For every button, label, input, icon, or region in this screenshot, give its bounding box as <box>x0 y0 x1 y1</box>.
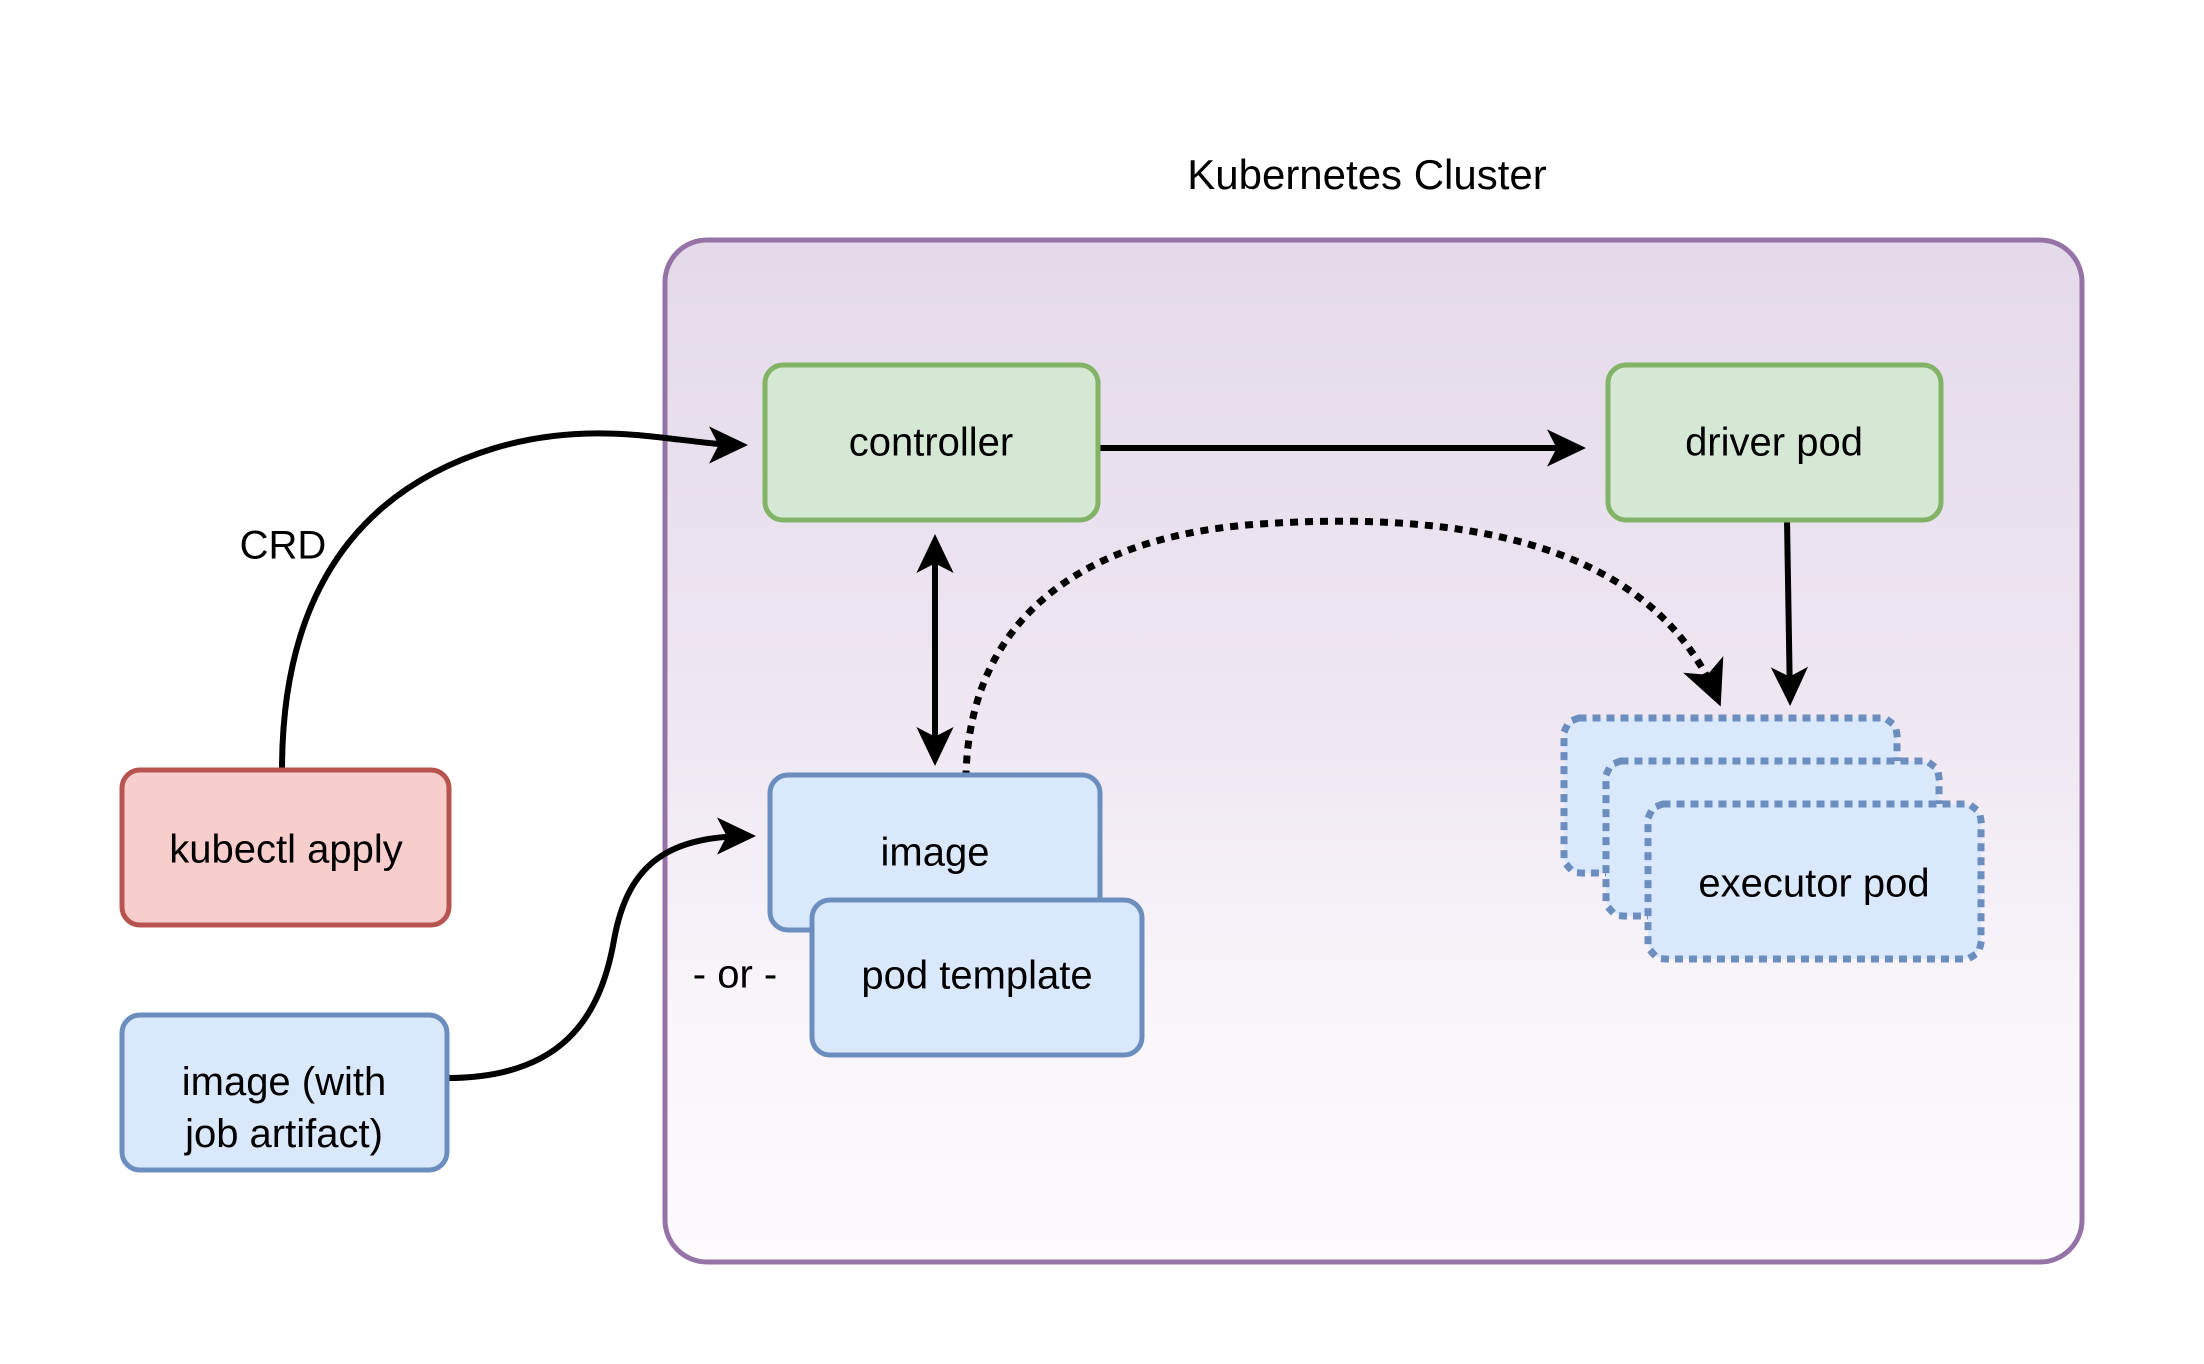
edge-label-crd: CRD <box>240 524 327 568</box>
controller-box[interactable] <box>762 362 1101 523</box>
node-image-in-cluster[interactable]: image <box>767 772 1103 933</box>
cluster-title: Kubernetes Cluster <box>1187 151 1547 198</box>
image-with-job-artifact-label-line2: job artifact) <box>184 1112 383 1156</box>
node-image-with-job-artifact[interactable]: image (with job artifact) <box>119 1012 450 1173</box>
node-executor-pod-front[interactable]: executor pod <box>1644 800 1985 963</box>
node-controller[interactable]: controller <box>762 362 1101 523</box>
node-kubectl-apply[interactable]: kubectl apply <box>119 767 452 928</box>
pod-template-box[interactable] <box>809 897 1145 1058</box>
driver-pod-box[interactable] <box>1605 362 1944 523</box>
pod-template-label: pod template <box>861 954 1092 998</box>
image-with-job-artifact-box[interactable] <box>119 1012 450 1173</box>
edge-crd-kubectl-to-controller <box>279 426 748 771</box>
edge-image-to-executor-pods-dotted <box>962 517 1724 779</box>
edge-driver-pod-to-executor-pods <box>1770 519 1809 706</box>
executor-pod-front-label: executor pod <box>1698 862 1929 906</box>
edge-label-or: - or - <box>693 953 777 997</box>
edge-artifact-image-to-cluster-image <box>446 817 756 1081</box>
executor-pod-front-box[interactable] <box>1644 800 1985 963</box>
kubectl-apply-label: kubectl apply <box>169 828 402 872</box>
controller-label: controller <box>849 421 1014 465</box>
image-label: image <box>881 831 990 875</box>
node-driver-pod[interactable]: driver pod <box>1605 362 1944 523</box>
driver-pod-label: driver pod <box>1685 421 1863 465</box>
kubectl-apply-box[interactable] <box>119 767 452 928</box>
image-with-job-artifact-label-line1: image (with <box>182 1060 387 1104</box>
node-pod-template[interactable]: pod template <box>809 897 1145 1058</box>
